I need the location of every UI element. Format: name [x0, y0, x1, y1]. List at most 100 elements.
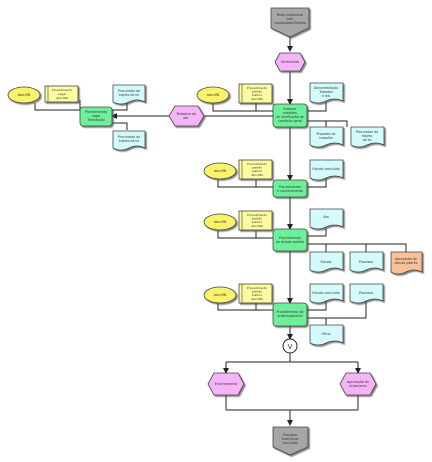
function-4-line-1: Procedimento de: [277, 310, 304, 314]
function-1-doc-2-line-3: da lei: [363, 138, 372, 142]
function-3-actor-box-line-4: ator-MN: [251, 224, 262, 228]
end-event-line-1: Processo: [283, 433, 297, 437]
function-2-actor-oval-label: ator-MN: [214, 169, 227, 173]
function-4-line-2: endereçamento: [277, 314, 302, 318]
left-doc-top-line-2: trajeto da lei: [119, 93, 139, 97]
function-4-actor-box-line-3: publico: [252, 293, 263, 297]
function-left-line-3: Tramitação: [86, 118, 105, 122]
function-2-doc-label: Estudo concluído: [312, 167, 339, 171]
function-1-doc-2-line-1: Procurador do: [356, 130, 378, 134]
function-1-line-1: Elaborar: [283, 107, 297, 111]
function-4-doc-1: Estudo concluído: [309, 283, 344, 304]
function-3-risk-line-1: Aprovação de: [395, 257, 417, 261]
left-actor-box-line-3: ator-MN: [56, 96, 67, 100]
function-3-doc-2-label: Processo: [359, 260, 373, 264]
function-left-line-2: Legal: [92, 114, 101, 118]
function-4-actor-oval: ator-MN: [203, 286, 237, 304]
function-2-actor-box-line-1: Procedimento: [247, 162, 267, 166]
function-3-actor-box-line-3: publico: [252, 220, 263, 224]
function-1-actor-box-line-4: ator-MN: [251, 97, 262, 101]
left-actor-box-line-1: Procedimento: [52, 88, 72, 92]
function-4-actor-oval-label: ator-MN: [214, 293, 227, 297]
function-1-doc-top-line-3: e leis: [322, 94, 331, 98]
start-event-line-3: combustível/Gestão: [274, 21, 306, 25]
event-end-right-line-1: Aprovação do: [347, 380, 369, 384]
function-3-actor-box-line-2: padrão: [252, 217, 262, 221]
function-2-line-2: e conhecimento: [277, 189, 303, 193]
function-1-doc-2-line-2: trajeto: [362, 134, 373, 138]
left-doc-bottom-line-1: Procurador do: [118, 135, 140, 139]
function-3-risk-line-2: estudo padrão: [394, 261, 417, 265]
function-2-actor-box-line-4: ator-MN: [251, 173, 262, 177]
event-end-right-line-2: orçamento: [349, 384, 366, 388]
function-4-actor-box-line-1: Procedimento: [247, 286, 267, 290]
function-1-actor-box-line-3: publico: [252, 93, 263, 97]
function-1-actor-box-line-2: padrão: [252, 90, 262, 94]
function-left-line-1: Procedimento: [85, 110, 107, 114]
function-2-doc: Estudo concluído: [309, 159, 344, 181]
function-1-doc-top-line-1: Documentação: [314, 86, 338, 90]
function-1-doc-1-line-1: Proposta de: [317, 132, 336, 136]
function-2-actor-oval: ator-MN: [203, 162, 237, 180]
function-4-doc-1-label: Estudo concluído: [312, 291, 339, 295]
event-sentimento-label: Sentimento: [281, 60, 299, 64]
event-end-left-label: Encerramento: [215, 382, 238, 386]
function-3-line-2: de estudo padrão: [276, 240, 304, 244]
left-doc-bottom-line-2: trajeto da lei: [119, 139, 139, 143]
function-2-actor-box-line-3: publico: [252, 169, 263, 173]
function-3-line-1: Procedimento: [279, 236, 301, 240]
left-actor-box-line-2: Legal: [58, 92, 66, 96]
event-left-line-2: dar: [183, 116, 189, 120]
function-4-actor-box-line-4: ator-MN: [251, 297, 262, 301]
function-4-actor-box-line-2: padrão: [252, 290, 262, 294]
gateway-xor: V: [282, 338, 298, 354]
gateway-label: V: [288, 343, 293, 351]
start-event-line-2: com: [287, 17, 294, 21]
function-3-doc-top-label: Ata: [323, 215, 328, 219]
function-3-doc-1-label: Estudo: [321, 260, 332, 264]
function-1-doc-1-line-2: trabalho: [319, 136, 332, 140]
end-event-line-2: tradicional: [282, 437, 299, 441]
left-doc-top-line-1: Procurador do: [118, 89, 140, 93]
function-3-actor-oval: ator-MN: [203, 213, 237, 231]
left-actor-oval-label: ator-MN: [18, 93, 31, 97]
function-1-line-4: condição geral: [278, 119, 302, 123]
function-3-doc-1: Estudo: [309, 251, 344, 273]
event-left-line-1: Tentativa de: [175, 112, 196, 116]
function-4-doc-3-label: Ofício: [321, 332, 330, 336]
function-2-line-1: Procedimento: [279, 185, 301, 189]
